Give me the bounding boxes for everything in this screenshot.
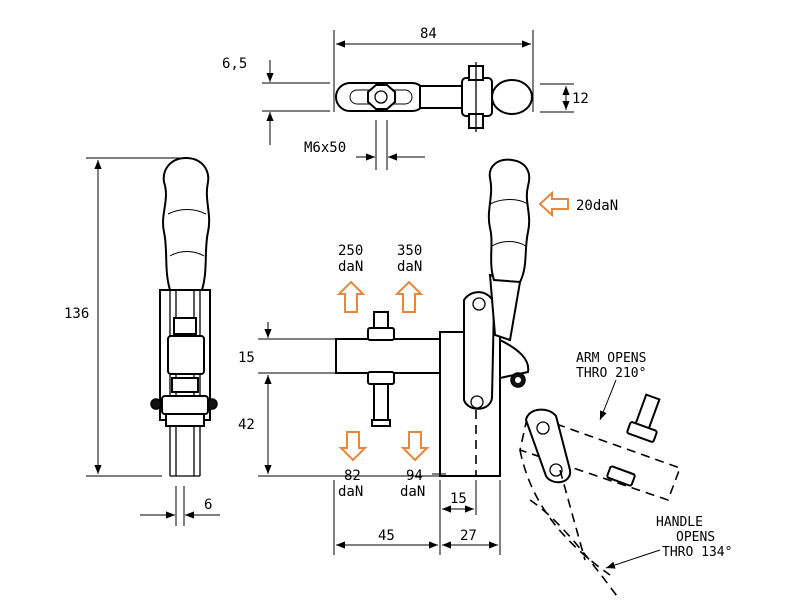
down-force-arrow-left <box>338 431 368 462</box>
up-right-unit: daN <box>397 259 422 275</box>
arm-note-line2: THRO 210° <box>576 366 646 381</box>
handle-force-label: 20daN <box>576 198 618 214</box>
dim-overall-height: 136 <box>64 306 89 322</box>
top-view-handle-knob <box>491 79 533 115</box>
up-force-arrow-left <box>336 280 366 313</box>
up-left-value: 250 <box>338 243 363 259</box>
down-left-unit: daN <box>338 484 363 500</box>
front-view <box>258 158 531 555</box>
front-view-arm <box>335 338 447 374</box>
up-force-arrow-right <box>394 280 424 313</box>
dim-top-width: 84 <box>420 26 437 42</box>
top-view-nut <box>367 84 396 110</box>
down-left-value: 82 <box>344 468 361 484</box>
side-view-handle-grip <box>162 156 211 291</box>
dim-spindle-offset: 15 <box>238 350 255 366</box>
handle-note-line2: OPENS <box>676 530 715 545</box>
top-view <box>262 30 574 170</box>
front-view-handle-grip <box>487 158 531 284</box>
dim-pivot-offset: 15 <box>450 491 467 507</box>
dim-rear-length: 27 <box>460 528 477 544</box>
open-position-view <box>519 393 682 600</box>
up-left-unit: daN <box>338 259 363 275</box>
front-view-link <box>463 291 496 410</box>
dim-thread: M6x50 <box>304 140 346 156</box>
handle-note-line3: THRO 134° <box>662 545 732 560</box>
dim-side-width: 6 <box>204 497 212 513</box>
open-arm-outline <box>519 412 682 502</box>
down-right-value: 94 <box>406 468 423 484</box>
down-force-arrow-right <box>400 431 430 462</box>
force-arrows <box>336 190 569 462</box>
front-view-spindle <box>373 383 389 423</box>
side-view <box>86 156 220 526</box>
handle-note-line1: HANDLE <box>656 515 703 530</box>
down-right-unit: daN <box>400 484 425 500</box>
dim-base-height: 42 <box>238 417 255 433</box>
up-right-value: 350 <box>397 243 422 259</box>
arm-note-line1: ARM OPENS <box>576 351 646 366</box>
dim-top-thickness: 6,5 <box>222 56 247 72</box>
dim-base-length: 45 <box>378 528 395 544</box>
dim-top-height: 12 <box>572 91 589 107</box>
handle-force-arrow <box>538 190 569 218</box>
